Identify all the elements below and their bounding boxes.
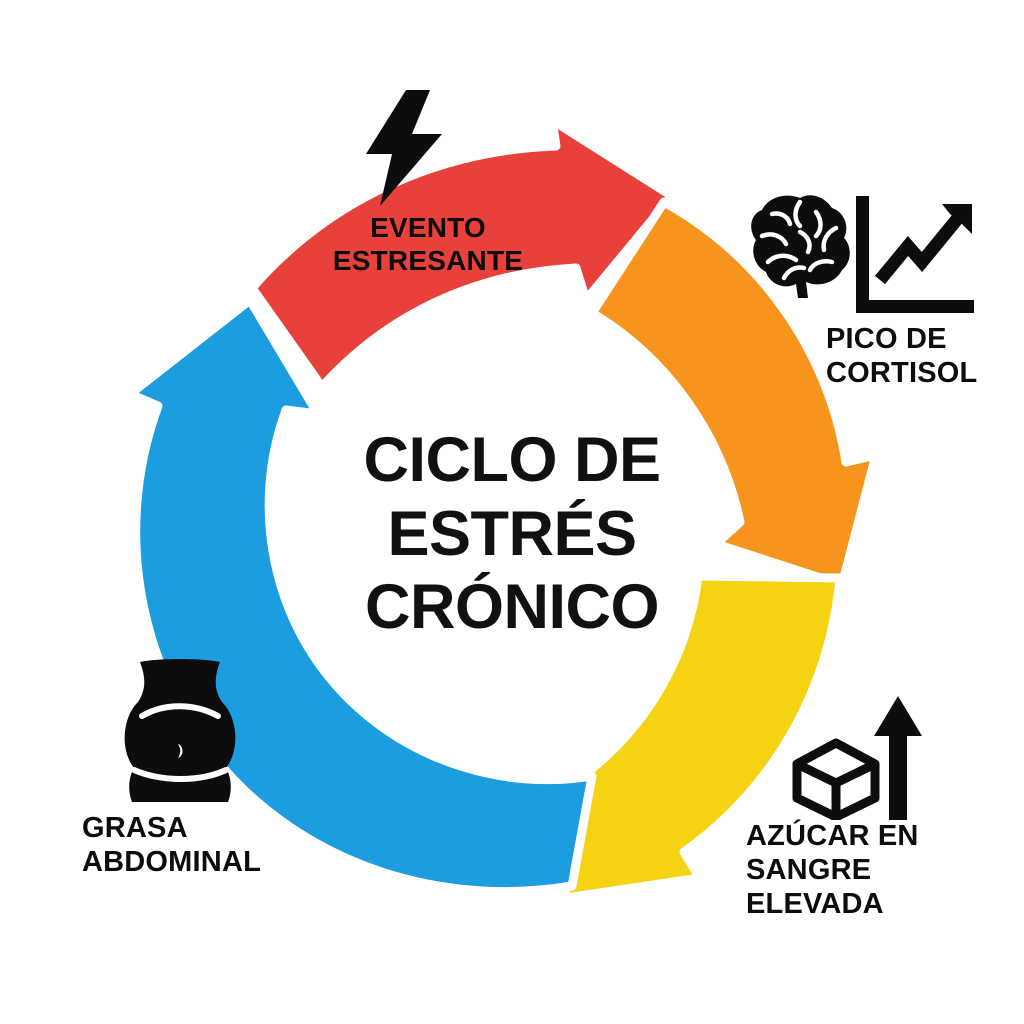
- arrow-segment-orange: [587, 197, 881, 590]
- up-arrow-icon: [872, 694, 924, 822]
- sugar-cube-icon: [790, 738, 882, 822]
- arrow-segment-yellow: [539, 571, 845, 903]
- brain-icon: [748, 192, 852, 300]
- stage-label-line-1: EVENTO: [370, 212, 486, 243]
- stage-label-grasa-abdominal: GRASA ABDOMINAL: [82, 812, 312, 880]
- stage-label-line-2: CORTISOL: [826, 356, 978, 389]
- stage-label-line-2: ABDOMINAL: [82, 845, 262, 878]
- center-title-line-3: CRÓNICO: [365, 572, 660, 643]
- center-title-line-1: CICLO DE: [363, 425, 661, 495]
- stage-label-pico-de-cortisol: PICO DE CORTISOL: [826, 323, 1024, 391]
- rising-chart-icon: [846, 192, 978, 320]
- stage-label-line-2: ESTRESANTE: [332, 244, 524, 276]
- arrow-segment-blue: [125, 295, 597, 897]
- stage-label-line-1: PICO DE: [826, 323, 947, 355]
- center-title-line-2: ESTRÉS: [387, 498, 637, 569]
- arrow-segment-red: [247, 115, 677, 392]
- stage-label-line-2: SANGRE: [746, 853, 872, 886]
- belly-fat-icon: [118, 658, 242, 804]
- stage-label-line-1: GRASA: [82, 812, 188, 844]
- lightning-bolt-icon: [356, 88, 452, 208]
- stage-label-line-1: AZÚCAR EN: [746, 820, 919, 852]
- stage-label-azucar-en-sangre-elevada: AZÚCAR EN SANGRE ELEVADA: [746, 820, 976, 922]
- stage-label-evento-estresante: EVENTO ESTRESANTE: [298, 212, 558, 278]
- center-title: CICLO DE ESTRÉS CRÓNICO: [262, 424, 762, 645]
- stage-label-line-3: ELEVADA: [746, 887, 884, 920]
